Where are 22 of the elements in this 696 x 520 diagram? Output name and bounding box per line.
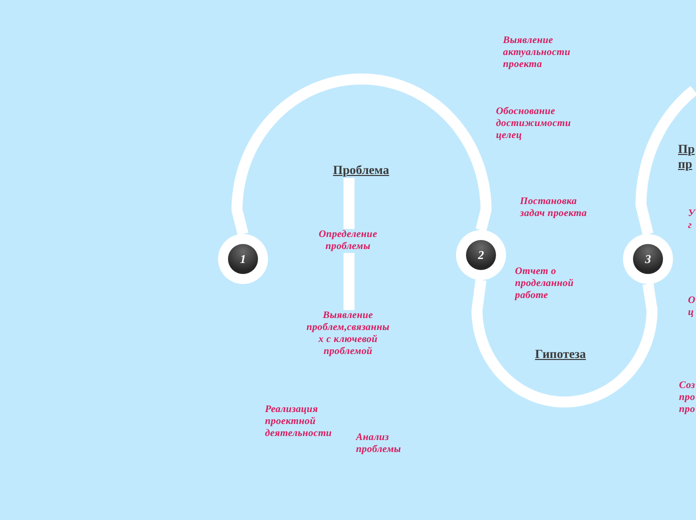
curved-connector	[472, 279, 658, 408]
note-text: О ц	[688, 295, 696, 319]
note-text: Соз про про	[679, 380, 696, 416]
connector-line	[344, 253, 354, 310]
step-marker	[218, 234, 268, 284]
connector-line	[344, 178, 354, 229]
note-text: Отчет о проделанной работе	[515, 266, 575, 302]
section-heading: Гипотеза	[535, 347, 586, 362]
note-text: Обоснование достижимости целец	[496, 106, 572, 142]
step-number: 3	[633, 244, 663, 274]
section-heading: Пр пр	[678, 142, 695, 172]
topic-text: Определение проблемы	[310, 229, 386, 253]
note-text: Реализация проектной деятельности	[265, 404, 333, 440]
topic-text: Выявление проблем,связанных с ключевой проблемой	[306, 310, 390, 358]
note-text: Анализ проблемы	[356, 432, 402, 456]
note-text: Постановка задач проекта	[520, 196, 588, 220]
step-number: 2	[466, 240, 496, 270]
note-text: У г	[688, 208, 696, 232]
curved-connector	[231, 74, 492, 236]
note-text: Выявление актуальности проекта	[503, 35, 572, 71]
step-number: 1	[228, 244, 258, 274]
topic-heading: Проблема	[333, 163, 390, 178]
